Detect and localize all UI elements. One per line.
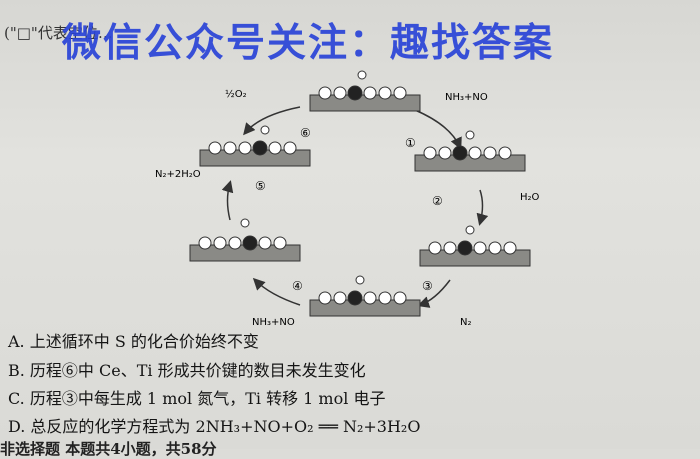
step-label: ④ bbox=[292, 279, 303, 293]
n2-label: N₂ bbox=[460, 317, 472, 328]
step-label: ③ bbox=[422, 279, 433, 293]
header-line: ("□"代表空位… bbox=[4, 24, 113, 42]
reactant-label: NH₃+NO bbox=[252, 317, 295, 328]
catalyst-upper-right bbox=[414, 130, 526, 172]
reaction-cycle-diagram: ⑥ ① ② ③ ④ ⑤ ½O₂ NH₃+NO H₂O N₂ NH₃+NO N₂+… bbox=[155, 70, 540, 328]
watermark-text: 微信公众号关注：趣找答案 bbox=[62, 21, 555, 66]
catalyst-lower-right bbox=[419, 225, 531, 267]
catalyst-lower-left bbox=[189, 218, 301, 262]
h2o-label: H₂O bbox=[520, 192, 540, 203]
step-label: ⑥ bbox=[300, 126, 311, 140]
product-label: N₂+2H₂O bbox=[155, 169, 201, 180]
o2-label: ½O₂ bbox=[225, 88, 247, 100]
step-label: ⑤ bbox=[255, 179, 266, 193]
reactant-label: NH₃+NO bbox=[445, 92, 488, 103]
option-a: A. 上述循环中 S 的化合价始终不变 bbox=[8, 332, 259, 351]
step-label: ① bbox=[405, 136, 416, 150]
option-b: B. 历程⑥中 Ce、Ti 形成共价键的数目未发生变化 bbox=[8, 361, 366, 380]
step-label: ② bbox=[432, 194, 443, 208]
option-c: C. 历程③中每生成 1 mol 氮气，Ti 转移 1 mol 电子 bbox=[8, 389, 386, 408]
catalyst-upper-left bbox=[199, 125, 311, 167]
option-d: D. 总反应的化学方程式为 2NH₃+NO+O₂ ══ N₂+3H₂O bbox=[8, 417, 421, 436]
catalyst-top bbox=[309, 70, 421, 112]
catalyst-bottom bbox=[309, 275, 421, 317]
